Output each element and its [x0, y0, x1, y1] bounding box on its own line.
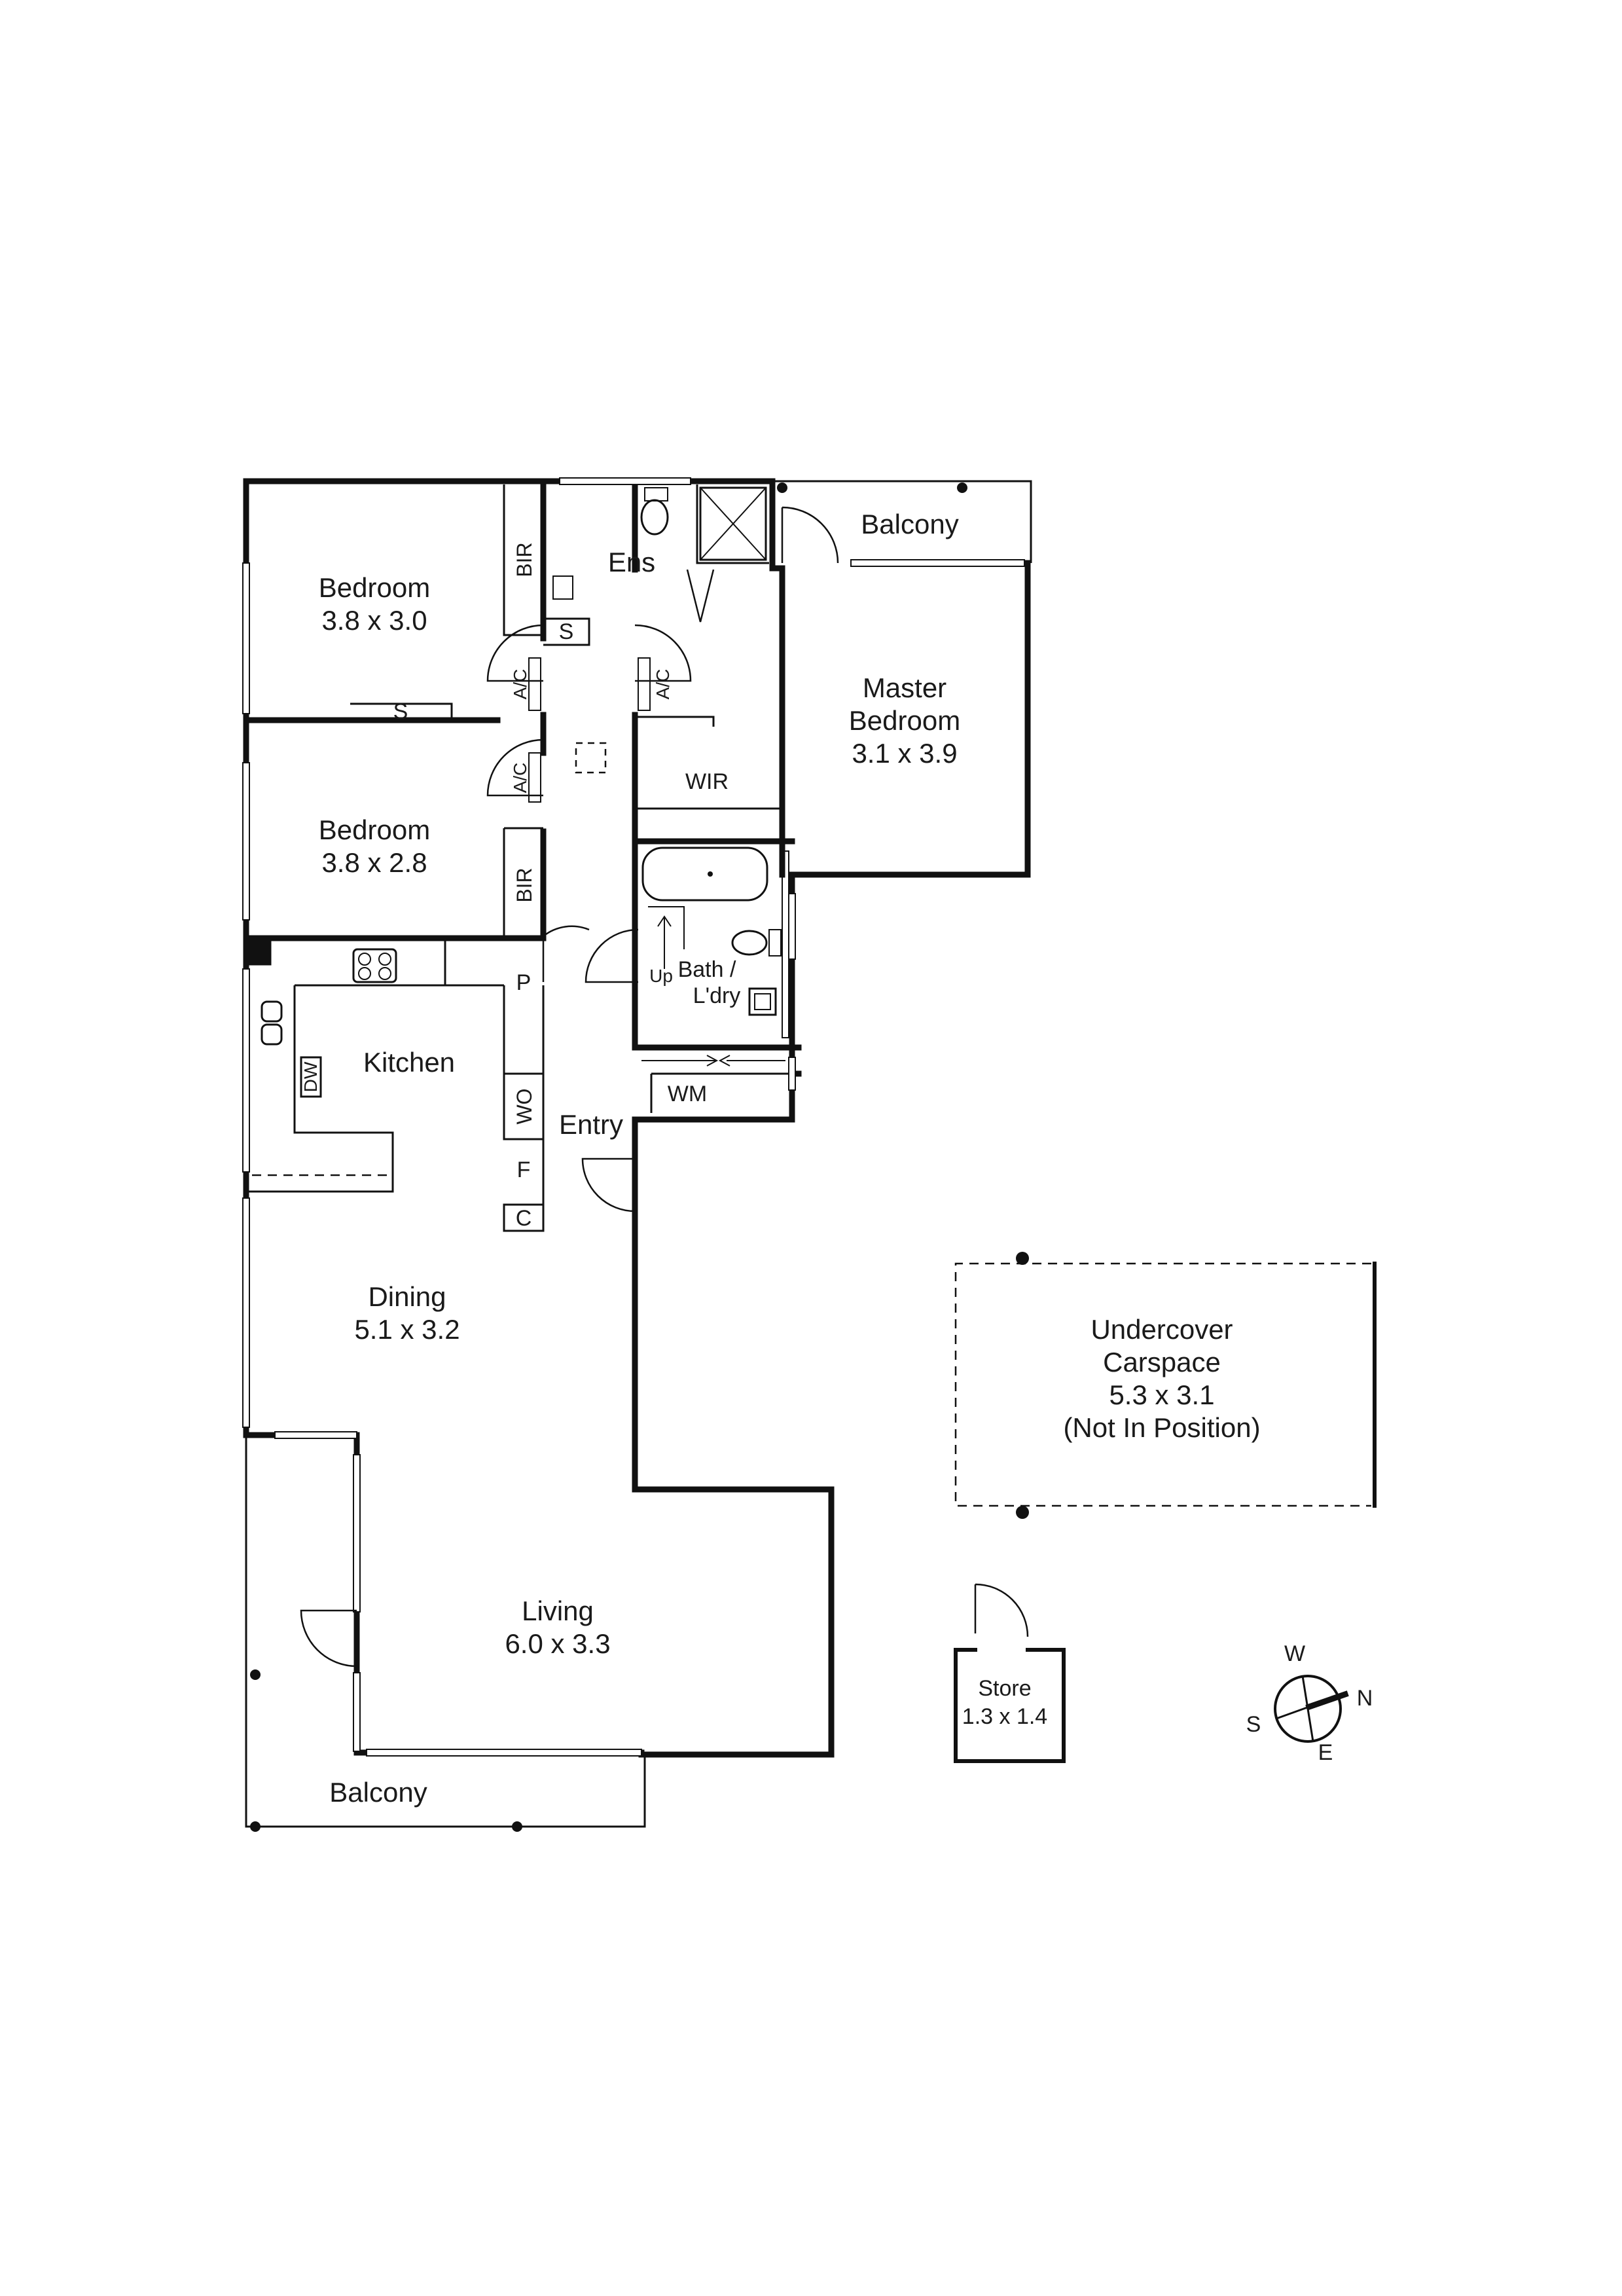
- bedroom2-name: Bedroom: [319, 814, 430, 845]
- carspace-label-1: Undercover: [1090, 1314, 1233, 1345]
- compass-west: W: [1284, 1641, 1305, 1666]
- living-size: 6.0 x 3.3: [505, 1628, 610, 1659]
- bir-label-2: BIR: [513, 867, 536, 902]
- pantry-label: P: [516, 970, 532, 995]
- carspace-label-2: Carspace: [1103, 1347, 1221, 1377]
- living-name: Living: [522, 1595, 594, 1626]
- carspace-label-4: (Not In Position): [1063, 1412, 1260, 1443]
- c-label: C: [516, 1206, 532, 1231]
- compass-south: S: [1246, 1712, 1261, 1737]
- master-name-2: Bedroom: [849, 705, 960, 736]
- s-cupboard-label-2: S: [393, 699, 408, 724]
- ac-label-1: A/C: [510, 669, 530, 700]
- bath-label-1: Bath /: [678, 957, 736, 982]
- compass: [1274, 1675, 1349, 1743]
- balcony-top-outline: [772, 480, 1032, 563]
- master-name-1: Master: [863, 672, 946, 703]
- dishwasher-label: DW: [300, 1061, 321, 1092]
- interior-walls: [243, 481, 802, 1232]
- s-cupboard-label: S: [559, 619, 574, 644]
- compass-east: E: [1318, 1740, 1333, 1765]
- store-size: 1.3 x 1.4: [962, 1704, 1047, 1729]
- store: [954, 1648, 1066, 1763]
- kitchen-label: Kitchen: [363, 1047, 455, 1078]
- carspace: [954, 1252, 1377, 1519]
- bedroom1-size: 3.8 x 3.0: [321, 605, 427, 636]
- ac-label-3: A/C: [510, 763, 530, 793]
- balcony-bottom-outline: [245, 1435, 646, 1828]
- dining-size: 5.1 x 3.2: [354, 1314, 460, 1345]
- wir-label: WIR: [685, 769, 729, 794]
- balcony-bottom-label: Balcony: [329, 1777, 427, 1808]
- ensuite-label: Ens: [608, 547, 655, 577]
- doors: [300, 506, 1029, 1667]
- dining-name: Dining: [368, 1281, 446, 1312]
- wall-oven-label: WO: [513, 1088, 536, 1124]
- master-size: 3.1 x 3.9: [852, 738, 957, 769]
- bath-label-2: L'dry: [693, 983, 741, 1008]
- balcony-top-label: Balcony: [861, 509, 958, 539]
- fixtures: [261, 487, 789, 1098]
- store-name: Store: [978, 1676, 1031, 1701]
- up-label: Up: [649, 966, 673, 986]
- bedroom2-size: 3.8 x 2.8: [321, 847, 427, 878]
- windows: [242, 477, 1025, 1757]
- compass-north: N: [1357, 1686, 1373, 1711]
- wm-label: WM: [668, 1082, 707, 1106]
- bir-label-1: BIR: [513, 542, 536, 577]
- labels: Bedroom 3.8 x 3.0 Bedroom 3.8 x 2.8 Ens …: [300, 509, 1373, 1808]
- fridge-label: F: [517, 1157, 531, 1182]
- entry-label: Entry: [559, 1109, 623, 1140]
- balcony-posts: [250, 483, 967, 1832]
- ac-label-2: A/C: [653, 669, 673, 700]
- carspace-label-3: 5.3 x 3.1: [1109, 1379, 1214, 1410]
- bedroom1-name: Bedroom: [319, 572, 430, 603]
